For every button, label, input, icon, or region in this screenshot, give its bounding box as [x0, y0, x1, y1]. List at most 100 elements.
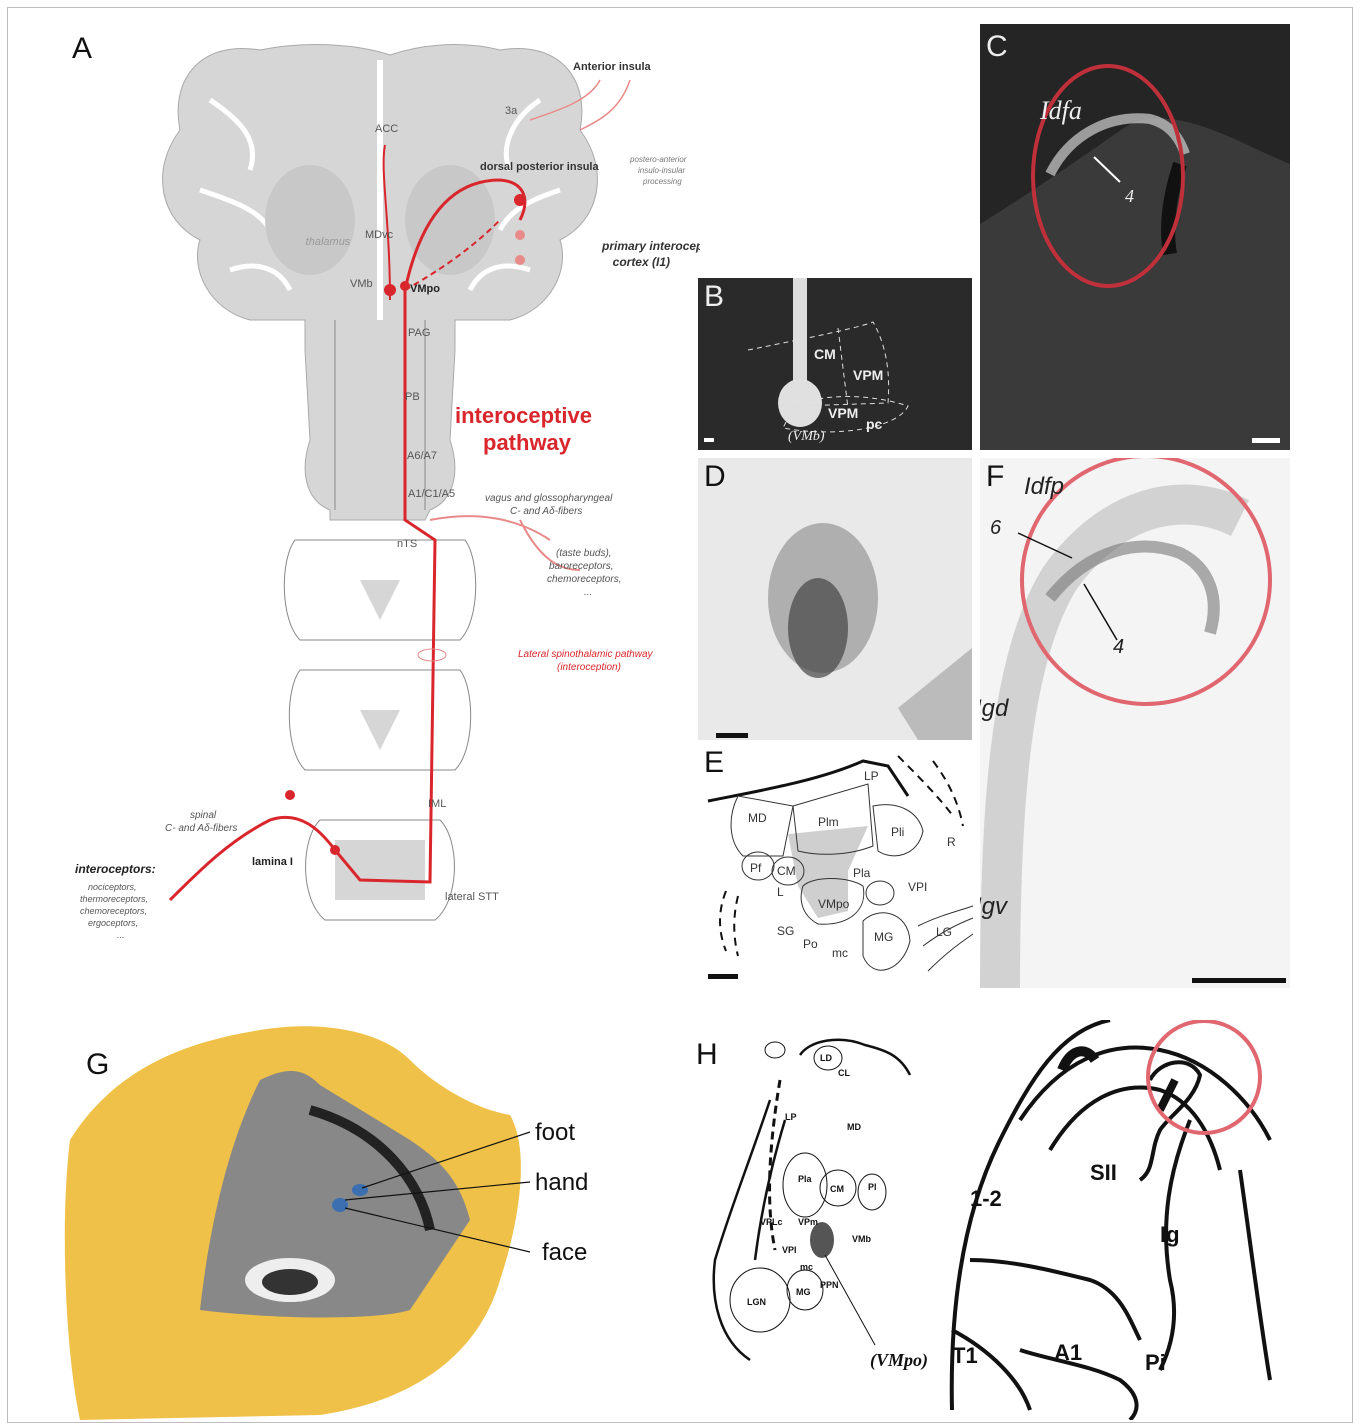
- pathway-title-line2: pathway: [483, 430, 572, 455]
- cm-region-label: CM: [814, 346, 836, 362]
- panel-label-f: F: [986, 460, 1004, 494]
- md-label: MD: [847, 1122, 861, 1132]
- lp-label: LP: [864, 769, 879, 783]
- pla-label: Pla: [798, 1174, 813, 1184]
- pl-label: Pl: [868, 1182, 877, 1192]
- lateral-pathway-line2: (interoception): [557, 662, 621, 673]
- panel-f-micrograph: Idfp Igd Igv 6 4: [980, 458, 1290, 988]
- md-label: MD: [748, 811, 767, 825]
- pli-label: Pli: [891, 825, 904, 839]
- panel-label-g: G: [86, 1048, 109, 1082]
- layer-6-label: 6: [990, 517, 1002, 539]
- postero-line2: insulo-insular: [638, 166, 685, 175]
- pla-label: Pla: [853, 866, 871, 880]
- lateral-stt-label: lateral STT: [445, 891, 499, 903]
- primary-cortex-line2: cortex (I1): [613, 255, 670, 269]
- panel-b: CM VPM VPM pc (VMb) B: [698, 278, 972, 450]
- igd-label: Igd: [980, 695, 1009, 722]
- plm-label: Plm: [818, 815, 839, 829]
- receptors-ellipsis: ...: [584, 587, 592, 598]
- panel-label-e: E: [704, 746, 724, 780]
- panel-a: A thalamus A: [60, 20, 700, 980]
- panel-g: foot hand face G: [60, 1020, 620, 1420]
- a1c1a5-label: A1/C1/A5: [408, 488, 455, 500]
- pi-label: Pi: [1145, 1350, 1166, 1375]
- vmpo-label: (VMpo): [870, 1350, 928, 1371]
- panel-h-diagram: LD CL LP MD Pla CM Pl VPLc VPm VMb VPI m…: [690, 1020, 1300, 1420]
- idfa-label: Idfa: [1039, 96, 1082, 125]
- interoceptor-item: chemoreceptors,: [80, 906, 147, 916]
- mg-label: MG: [796, 1287, 811, 1297]
- thalamus-label: thalamus: [306, 236, 351, 248]
- pc-region-label: pc: [866, 416, 883, 432]
- receptors-line1: (taste buds),: [556, 548, 612, 559]
- panel-f: Idfp Igd Igv 6 4 F: [980, 458, 1290, 988]
- interoceptor-item: nociceptors,: [88, 882, 137, 892]
- nts-label: nTS: [397, 538, 417, 550]
- ig-label: Ig: [1160, 1222, 1180, 1247]
- a1-label: A1: [1054, 1340, 1082, 1365]
- 3a-label: 3a: [505, 105, 518, 117]
- vmb-label: VMb: [852, 1234, 872, 1244]
- a6a7-label: A6/A7: [407, 450, 437, 462]
- vmpo-label: VMpo: [818, 897, 850, 911]
- panel-label-d: D: [704, 460, 726, 494]
- cl-label: CL: [838, 1068, 850, 1078]
- vmpo-label: VMpo: [410, 283, 440, 295]
- interoceptor-item: ergoceptors,: [88, 918, 138, 928]
- vpi-label: VPI: [908, 880, 927, 894]
- panel-c: 4 Idfa C: [980, 24, 1290, 450]
- panel-d-micrograph: [698, 458, 972, 740]
- panel-e-diagram: LP MD Plm Pli R Pf CM L Pla VPI VMpo SG …: [698, 746, 978, 990]
- panel-h: LD CL LP MD Pla CM Pl VPLc VPm VMb VPI m…: [690, 1020, 1300, 1420]
- panel-g-3d-brain: foot hand face: [60, 1020, 620, 1420]
- pb-label: PB: [405, 391, 420, 403]
- panel-d: D: [698, 458, 972, 740]
- pag-label: PAG: [408, 327, 430, 339]
- postero-line3: processing: [642, 177, 682, 186]
- ld-label: LD: [820, 1053, 832, 1063]
- vmb-region-label: (VMb): [788, 429, 825, 444]
- idfp-label: Idfp: [1024, 473, 1064, 500]
- panel-label-h: H: [696, 1038, 718, 1072]
- vmb-label: VMb: [350, 278, 373, 290]
- iml-label: IML: [428, 798, 446, 810]
- panel-label-c: C: [986, 30, 1008, 64]
- spinal-line2: C- and Aδ-fibers: [165, 823, 237, 834]
- mdvc-label: MDvc: [365, 229, 394, 241]
- spinal-line1: spinal: [190, 810, 217, 821]
- panel-label-b: B: [704, 280, 724, 314]
- panel-e: LP MD Plm Pli R Pf CM L Pla VPI VMpo SG …: [698, 746, 978, 990]
- layer-4-label: 4: [1125, 186, 1134, 206]
- panel-b-micrograph: CM VPM VPM pc (VMb): [698, 278, 972, 450]
- pf-label: Pf: [750, 861, 762, 875]
- lp-label: LP: [785, 1112, 797, 1122]
- acc-label: ACC: [375, 123, 398, 135]
- foot-annotation: foot: [535, 1119, 575, 1146]
- panel-c-micrograph: 4 Idfa: [980, 24, 1290, 450]
- sii-label: SII: [1090, 1160, 1117, 1185]
- igv-label: Igv: [980, 893, 1009, 920]
- po-label: Po: [803, 937, 818, 951]
- anterior-insula-label: Anterior insula: [573, 61, 652, 73]
- face-annotation: face: [542, 1239, 587, 1266]
- ppn-label: PPN: [820, 1280, 839, 1290]
- receptors-line2: baroreceptors,: [549, 561, 613, 572]
- vplc-label: VPLc: [760, 1217, 783, 1227]
- vpm-pc-region-label: VPM: [828, 405, 858, 421]
- interoceptor-item: ...: [117, 930, 125, 940]
- hand-annotation: hand: [535, 1169, 588, 1196]
- vpi-label: VPI: [782, 1245, 797, 1255]
- l-label: L: [777, 885, 784, 899]
- interoceptors-title: interoceptors:: [75, 862, 156, 876]
- layer-4-label: 4: [1113, 636, 1124, 658]
- r-label: R: [947, 835, 956, 849]
- cm-label: CM: [777, 864, 796, 878]
- t1-label: T1: [952, 1343, 978, 1368]
- cm-label: CM: [830, 1184, 844, 1194]
- interoceptor-item: thermoreceptors,: [80, 894, 148, 904]
- lateral-pathway-line1: Lateral spinothalamic pathway: [518, 649, 654, 660]
- pathway-title-line1: interoceptive: [455, 403, 592, 428]
- panel-label-a: A: [72, 32, 92, 66]
- vpm-region-label: VPM: [853, 367, 883, 383]
